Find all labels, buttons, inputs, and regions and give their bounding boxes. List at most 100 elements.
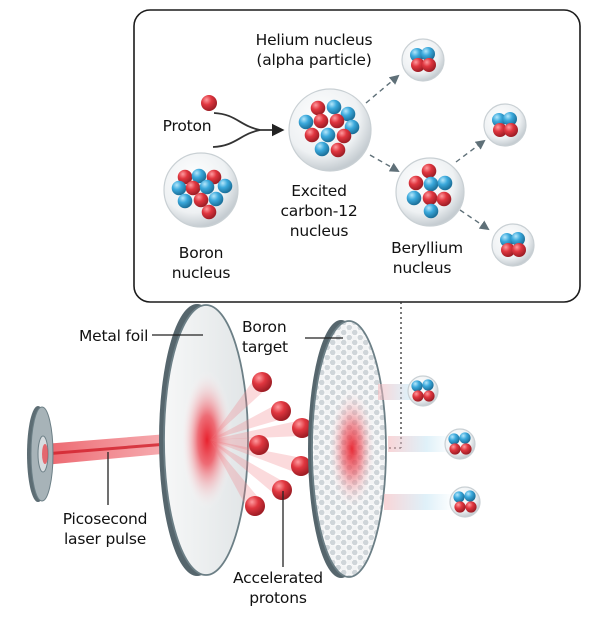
accelerated-protons xyxy=(245,372,312,516)
proton-icon xyxy=(313,113,329,129)
proton-icon xyxy=(330,142,346,158)
decay-arrow-icon xyxy=(365,74,400,104)
proton-trail xyxy=(210,376,268,440)
carbon-12-nucleus-icon xyxy=(288,88,372,172)
proton-icon xyxy=(185,180,201,196)
label-alpha-particle: (alpha particle) xyxy=(256,51,371,69)
proton-icon xyxy=(460,443,472,455)
proton-icon xyxy=(421,163,437,179)
reaction-curve-icon xyxy=(213,112,261,131)
neutron-icon xyxy=(464,490,476,502)
helium-nucleus-icon xyxy=(401,38,445,82)
proton-icon xyxy=(201,204,217,220)
label-laser-pulse: Picosecond xyxy=(63,510,148,528)
proton-icon xyxy=(193,192,209,208)
neutron-icon xyxy=(217,178,233,194)
proton-icon xyxy=(422,190,438,206)
reaction-curve-icon xyxy=(212,129,261,148)
alpha-trail xyxy=(384,494,454,510)
proton-icon xyxy=(329,113,345,129)
label-helium-nucleus: Helium nucleus xyxy=(256,31,373,49)
neutron-icon xyxy=(448,433,460,445)
proton-icon xyxy=(336,128,352,144)
neutron-icon xyxy=(459,432,471,444)
neutron-icon xyxy=(191,168,207,184)
proton-icon xyxy=(201,95,217,111)
label-boron-target: Boron xyxy=(242,318,286,336)
metal-foil-hotspot xyxy=(181,370,233,510)
label-laser-pulse: laser pulse xyxy=(64,530,146,548)
boron-target-hotspot xyxy=(328,387,376,511)
neutron-icon xyxy=(171,180,187,196)
label-accelerated-protons: Accelerated xyxy=(233,569,323,587)
neutron-icon xyxy=(423,176,439,192)
nucleus-bubble xyxy=(401,38,445,82)
helium-nucleus-icon xyxy=(444,428,476,460)
label-proton: Proton xyxy=(163,117,212,135)
helium-nucleus-icon xyxy=(449,486,481,518)
label-metal-foil: Metal foil xyxy=(79,327,148,345)
proton-icon xyxy=(408,175,424,191)
proton-icon xyxy=(512,243,526,257)
proton-icon xyxy=(504,123,518,137)
label-beryllium-nucleus: nucleus xyxy=(393,259,452,277)
neutron-icon xyxy=(177,193,193,209)
neutron-icon xyxy=(421,47,435,61)
proton-icon xyxy=(411,58,425,72)
proton-icon xyxy=(310,100,326,116)
neutron-icon xyxy=(320,127,336,143)
neutron-icon xyxy=(326,99,342,115)
proton-trail xyxy=(210,403,285,440)
proton-icon xyxy=(493,123,507,137)
laser-source-glow xyxy=(42,444,48,464)
proton-icon xyxy=(465,501,477,513)
proton-icon xyxy=(501,243,515,257)
helium-nucleus-icon xyxy=(483,103,527,147)
proton-icon xyxy=(245,496,265,516)
proton-trail xyxy=(210,440,262,511)
neutron-icon xyxy=(406,190,422,206)
label-boron-nucleus: nucleus xyxy=(172,264,231,282)
neutron-icon xyxy=(423,203,439,219)
nucleus-bubble xyxy=(483,103,527,147)
label-beryllium-nucleus: Beryllium xyxy=(391,239,463,257)
proton-trails xyxy=(210,376,304,511)
neutron-icon xyxy=(208,191,224,207)
neutron-icon xyxy=(453,491,465,503)
label-excited-carbon: carbon-12 xyxy=(280,202,357,220)
neutron-icon xyxy=(298,114,314,130)
proton-icon xyxy=(249,435,269,455)
proton-icon xyxy=(291,456,311,476)
proton-icon xyxy=(252,372,272,392)
neutron-icon xyxy=(422,379,434,391)
proton-trail xyxy=(210,437,260,453)
neutron-icon xyxy=(411,380,423,392)
neutron-icon xyxy=(437,175,453,191)
proton-icon xyxy=(271,401,291,421)
decay-arrow-icon xyxy=(455,139,486,163)
label-boron-target: target xyxy=(242,338,288,356)
label-excited-carbon: Excited xyxy=(291,182,347,200)
proton-icon xyxy=(449,443,461,455)
proton-icon xyxy=(422,58,436,72)
proton-icon xyxy=(177,169,193,185)
label-excited-carbon: nucleus xyxy=(290,222,349,240)
nucleus-bubble xyxy=(444,428,476,460)
alpha-trail xyxy=(388,436,452,452)
proton-trail xyxy=(210,440,304,474)
proton-icon xyxy=(423,390,435,402)
helium-nucleus-icon xyxy=(491,223,535,267)
proton-icon xyxy=(436,191,452,207)
neutron-icon xyxy=(511,232,525,246)
neutron-icon xyxy=(503,112,517,126)
beryllium-nucleus-icon xyxy=(395,157,465,227)
label-boron-nucleus: Boron xyxy=(179,244,223,262)
nucleus-bubble xyxy=(449,486,481,518)
proton-icon xyxy=(292,418,312,438)
proton-icon xyxy=(272,480,292,500)
neutron-icon xyxy=(340,106,356,122)
proton-icon xyxy=(304,127,320,143)
neutron-icon xyxy=(199,179,215,195)
decay-arrow-icon xyxy=(459,209,490,231)
